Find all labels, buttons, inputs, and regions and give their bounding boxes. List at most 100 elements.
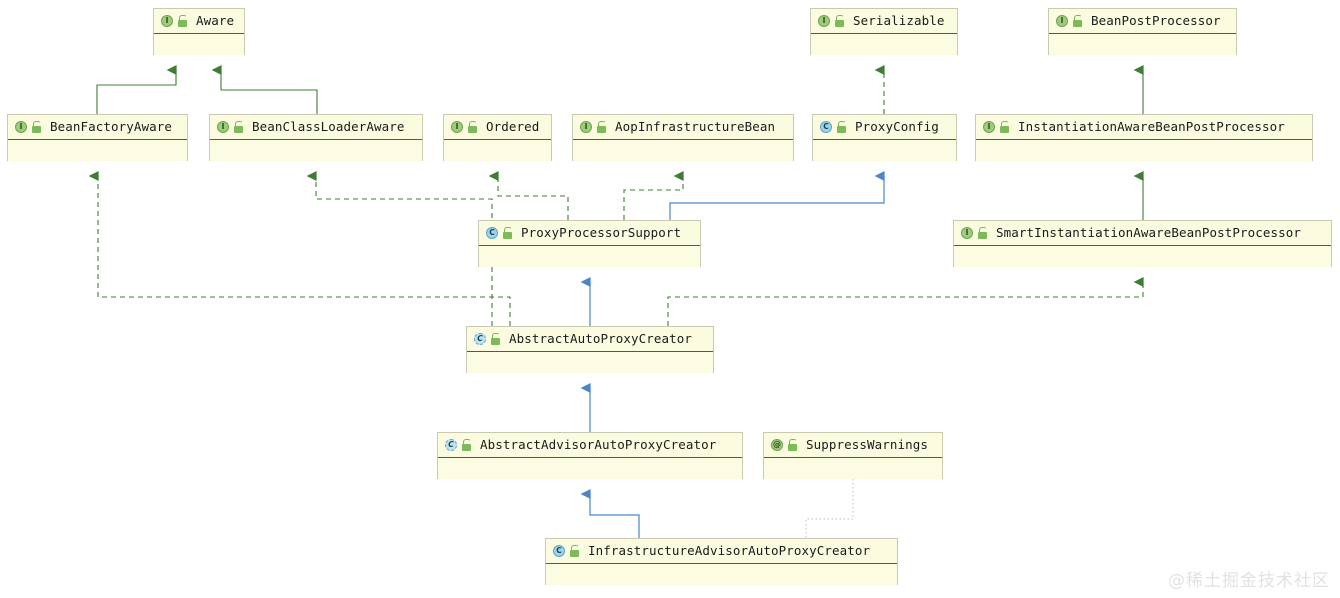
class-node-suppresswarnings[interactable]: @ SuppressWarnings [763,432,943,479]
class-name: BeanFactoryAware [50,119,173,134]
edge-iaapc-to-aaapc [580,489,640,538]
class-name: ProxyConfig [855,119,939,134]
class-node-aware[interactable]: I Aware [153,8,245,55]
class-node-title: I SmartInstantiationAwareBeanPostProcess… [954,221,1331,246]
class-node-title: C AbstractAutoProxyCreator [467,327,713,352]
class-members-area [210,140,422,161]
class-node-title: I Aware [154,9,244,34]
class-node-beanfactoryaware[interactable]: I BeanFactoryAware [7,114,188,161]
class-node-beanpostprocessor[interactable]: I BeanPostProcessor [1048,8,1237,55]
class-members-area [467,352,713,373]
interface-icon: I [960,226,974,240]
class-members-area [154,34,244,55]
class-members-area [573,140,793,161]
public-lock-icon [31,120,42,134]
annotation-icon: @ [771,439,783,451]
abstract-class-icon: C [444,438,458,452]
class-node-abstractautoproxycreator[interactable]: C AbstractAutoProxyCreator [466,326,714,373]
class-name: SmartInstantiationAwareBeanPostProcessor [996,225,1302,240]
interface-icon: I [160,14,174,28]
class-node-title: I InstantiationAwareBeanPostProcessor [976,115,1312,140]
public-lock-icon [233,120,244,134]
class-members-area [764,458,942,479]
public-lock-icon [490,332,501,346]
class-name: Aware [196,13,235,28]
public-lock-icon [1072,14,1083,28]
public-lock-icon [569,544,580,558]
edge-pps-to-proxyconfig [669,171,885,220]
class-node-title: I BeanClassLoaderAware [210,115,422,140]
public-lock-icon [834,14,845,28]
class-icon: C [552,544,566,558]
class-name: Serializable [853,13,945,28]
class-node-title: I AopInfrastructureBean [573,115,793,140]
class-node-serializable[interactable]: I Serializable [810,8,958,55]
class-node-abstractadvisorautoproxycreator[interactable]: C AbstractAdvisorAutoProxyCreator [437,432,743,479]
watermark: @稀土掘金技术社区 [1168,571,1330,591]
interface-icon: I [450,120,464,134]
edge-beanfactoryaware-to-aware [96,65,177,114]
edge-aapc-to-beanclassloaderaware [306,171,493,326]
class-node-beanclassloaderaware[interactable]: I BeanClassLoaderAware [209,114,423,161]
interface-icon: I [216,120,230,134]
class-members-area [811,34,957,55]
class-name: AopInfrastructureBean [615,119,776,134]
class-name: BeanPostProcessor [1091,13,1221,28]
class-members-area [8,140,187,161]
class-node-smartinstantiationawarebeanpostprocessor[interactable]: I SmartInstantiationAwareBeanPostProcess… [953,220,1332,267]
interface-icon: I [817,14,831,28]
public-lock-icon [977,226,988,240]
public-lock-icon [461,438,472,452]
class-name: Ordered [486,119,540,134]
public-lock-icon [836,120,847,134]
class-node-infrastructureadvisorautoproxycreator[interactable]: C InfrastructureAdvisorAutoProxyCreator [545,538,898,585]
class-node-title: C ProxyProcessorSupport [479,221,700,246]
class-members-area [438,458,742,479]
class-node-title: C AbstractAdvisorAutoProxyCreator [438,433,742,458]
public-lock-icon [467,120,478,134]
class-name: ProxyProcessorSupport [521,225,682,240]
public-lock-icon [596,120,607,134]
class-icon: C [819,120,833,134]
class-node-title: I Serializable [811,9,957,34]
class-members-area [813,140,956,161]
interface-icon: I [579,120,593,134]
edge-pps-to-aopinfrastructurebean [623,171,684,220]
edge-beanclassloaderaware-to-aware [211,65,318,114]
edge-pps-to-ordered [488,171,569,220]
class-node-title: I Ordered [444,115,551,140]
class-node-title: C ProxyConfig [813,115,956,140]
class-name: InfrastructureAdvisorAutoProxyCreator [588,543,871,558]
edge-aapc-to-beanfactoryaware [88,171,511,326]
class-members-area [954,246,1331,267]
class-icon: C [485,226,499,240]
interface-icon: I [1055,14,1069,28]
class-node-title: @ SuppressWarnings [764,433,942,458]
class-name: AbstractAutoProxyCreator [509,331,693,346]
class-name: BeanClassLoaderAware [252,119,405,134]
edge-aapc-to-siabpp [667,277,1144,326]
public-lock-icon [787,438,798,452]
class-node-ordered[interactable]: I Ordered [443,114,552,161]
public-lock-icon [177,14,188,28]
class-members-area [479,246,700,267]
class-name: AbstractAdvisorAutoProxyCreator [480,437,717,452]
class-members-area [546,564,897,585]
public-lock-icon [999,120,1010,134]
class-node-title: I BeanFactoryAware [8,115,187,140]
class-members-area [976,140,1312,161]
class-name: InstantiationAwareBeanPostProcessor [1018,119,1285,134]
edge-suppresswarnings-annotation [805,479,854,538]
class-members-area [1049,34,1236,55]
interface-icon: I [14,120,28,134]
class-node-aopinfrastructurebean[interactable]: I AopInfrastructureBean [572,114,794,161]
class-node-instantiationawarebeanpostprocessor[interactable]: I InstantiationAwareBeanPostProcessor [975,114,1313,161]
class-node-title: C InfrastructureAdvisorAutoProxyCreator [546,539,897,564]
class-node-proxyconfig[interactable]: C ProxyConfig [812,114,957,161]
class-node-proxyprocessorsupport[interactable]: C ProxyProcessorSupport [478,220,701,267]
abstract-class-icon: C [473,332,487,346]
class-node-title: I BeanPostProcessor [1049,9,1236,34]
public-lock-icon [502,226,513,240]
